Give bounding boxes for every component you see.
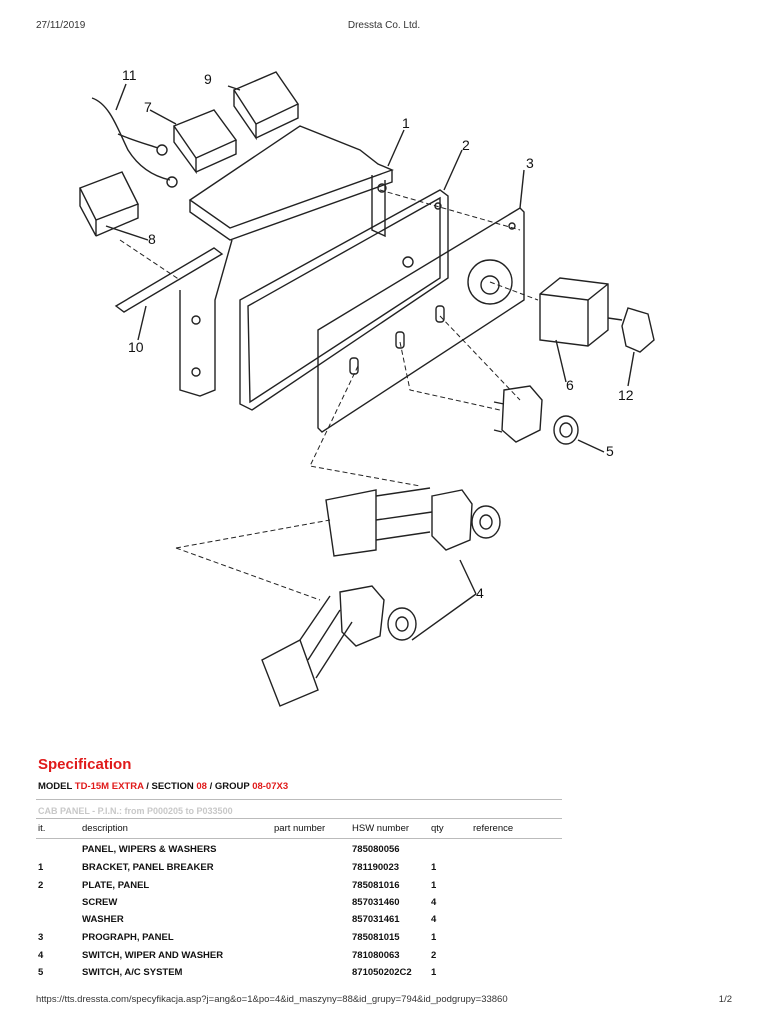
cell-hsw: 871050202C2: [352, 967, 412, 978]
leader-lines: [105, 83, 635, 641]
cell-description: SCREW: [82, 897, 118, 908]
cell-description: PROGRAPH, PANEL: [82, 932, 174, 943]
callout-12: 12: [618, 387, 634, 403]
col-header-reference: reference: [473, 823, 514, 834]
cell-qty: 1: [431, 880, 437, 891]
ac-control-box: [539, 277, 655, 353]
cell-description: WASHER: [82, 914, 124, 925]
cell-it: 4: [38, 950, 44, 961]
cell-description: SWITCH, WIPER AND WASHER: [82, 950, 224, 961]
print-date: 27/11/2019: [36, 20, 86, 31]
cell-description: SWITCH, A/C SYSTEM: [82, 967, 183, 978]
cell-hsw: 857031461: [352, 914, 400, 925]
divider: [36, 838, 562, 839]
cell-it: 5: [38, 967, 44, 978]
circuit-breaker-8: [79, 171, 139, 237]
ground-wire: [91, 97, 178, 188]
callout-9: 9: [204, 71, 212, 87]
cell-hsw: 785080056: [352, 844, 400, 855]
section-prefix: / SECTION: [143, 781, 197, 792]
footer-url: https://tts.dressta.com/specyfikacja.asp…: [36, 994, 508, 1005]
company-name: Dressta Co. Ltd.: [347, 20, 421, 31]
cell-hsw: 781080063: [352, 950, 400, 961]
bus-bar: [114, 247, 224, 313]
cell-qty: 1: [431, 967, 437, 978]
cell-qty: 1: [431, 862, 437, 873]
cell-qty: 2: [431, 950, 437, 961]
model-line: MODEL TD-15M EXTRA / SECTION 08 / GROUP …: [38, 781, 288, 792]
cell-description: PANEL, WIPERS & WASHERS: [82, 844, 217, 855]
cell-it: 1: [38, 862, 44, 873]
assembly-guide-lines: [119, 189, 539, 601]
cell-hsw: 857031460: [352, 897, 400, 908]
divider: [36, 818, 562, 819]
cell-hsw: 785081015: [352, 932, 400, 943]
callout-7: 7: [144, 99, 152, 115]
spec-title: Specification: [38, 756, 132, 773]
col-header-it: it.: [38, 823, 46, 834]
cell-it: 2: [38, 880, 44, 891]
cell-it: 3: [38, 932, 44, 943]
callout-8: 8: [148, 231, 156, 247]
plate-panel: [239, 189, 449, 411]
cell-description: BRACKET, PANEL BREAKER: [82, 862, 214, 873]
cell-qty: 1: [431, 932, 437, 943]
group-prefix: / GROUP: [206, 781, 253, 792]
callout-5: 5: [606, 443, 614, 459]
cell-qty: 4: [431, 914, 437, 925]
model-prefix: MODEL: [38, 781, 75, 792]
callout-4: 4: [476, 585, 484, 601]
col-header-hsw-number: HSW number: [352, 823, 410, 834]
spec-subtitle: CAB PANEL - P.I.N.: from P000205 to P033…: [38, 806, 233, 816]
section-link[interactable]: 08: [196, 781, 207, 792]
prograph-panel: [317, 202, 525, 433]
exploded-parts-diagram: 1 2 3 4 5 6 7 8 9 10 11 12: [79, 67, 655, 707]
col-header-part-number: part number: [274, 823, 326, 834]
wiper-washer-switch-lower: [261, 585, 417, 707]
cell-hsw: 785081016: [352, 880, 400, 891]
callout-6: 6: [566, 377, 574, 393]
callout-1: 1: [402, 115, 410, 131]
circuit-breaker-7: [172, 109, 238, 175]
page-number: 1/2: [718, 994, 732, 1005]
callout-10: 10: [128, 339, 144, 355]
wiper-washer-switch-upper: [325, 487, 501, 557]
callout-2: 2: [462, 137, 470, 153]
ac-system-switch: [493, 385, 579, 445]
circuit-breaker-9: [232, 71, 300, 141]
cell-hsw: 781190023: [352, 862, 400, 873]
model-link[interactable]: TD-15M EXTRA: [74, 781, 144, 792]
col-header-description: description: [82, 823, 128, 834]
group-link[interactable]: 08-07X3: [252, 781, 289, 792]
divider: [36, 799, 562, 800]
cell-description: PLATE, PANEL: [82, 880, 150, 891]
cell-qty: 4: [431, 897, 437, 908]
col-header-qty: qty: [431, 823, 444, 834]
bracket-panel-breaker: [179, 125, 394, 397]
callout-11: 11: [122, 67, 137, 83]
callout-3: 3: [526, 155, 534, 171]
